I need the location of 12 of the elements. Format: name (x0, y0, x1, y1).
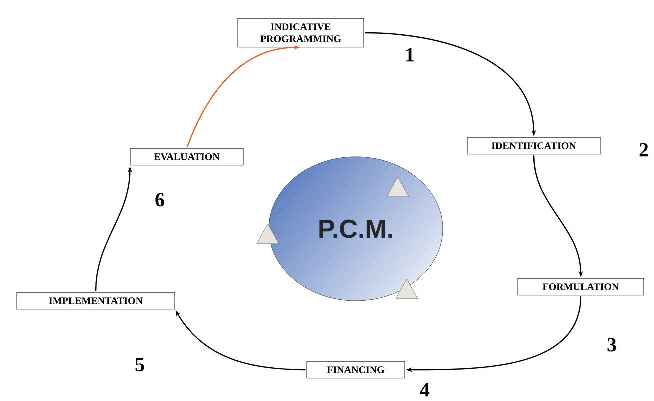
stage-box: FINANCING (306, 361, 406, 379)
step-number: 4 (420, 383, 430, 397)
step-number: 2 (640, 143, 648, 157)
stage-box: IDENTIFICATION (467, 137, 601, 155)
stage-box: EVALUATION (130, 148, 244, 166)
step-number: 3 (608, 338, 616, 352)
step-number: 1 (406, 48, 414, 62)
stage-box: IMPLEMENTATION (16, 292, 176, 310)
step-number: 5 (136, 358, 144, 372)
step-number: 6 (156, 193, 164, 207)
stage-box: INDICATIVE PROGRAMMING (238, 18, 364, 48)
stage-box: FORMULATION (518, 278, 644, 296)
